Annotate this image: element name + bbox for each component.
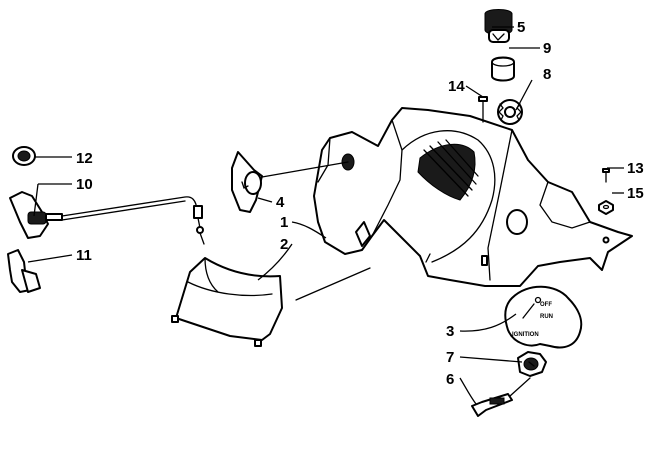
callouts: 5 9 8 14 13 15 12 10 11 4 1 2 3 7 6 (76, 19, 644, 388)
throttle-cable-inner (61, 200, 186, 221)
switch-label-ignition: IGNITION (512, 332, 539, 338)
key (471, 377, 531, 417)
throttle-cable (61, 196, 198, 217)
callout-1: 1 (280, 214, 288, 231)
nut-15 (598, 200, 614, 215)
callout-15: 15 (627, 185, 644, 202)
switch-label-off: OFF (540, 302, 552, 308)
callout-14: 14 (448, 78, 465, 95)
callout-8: 8 (543, 66, 551, 83)
callout-3: 3 (446, 323, 454, 340)
callout-6: 6 (446, 371, 454, 388)
callout-12: 12 (76, 150, 93, 167)
console-housing (313, 107, 633, 287)
leader-lines (27, 26, 624, 405)
screw-14 (478, 96, 488, 123)
callout-2: 2 (280, 236, 288, 253)
screw-13 (602, 168, 610, 183)
ignition-switch (517, 351, 547, 377)
callout-10: 10 (76, 176, 93, 193)
callout-5: 5 (517, 19, 525, 36)
bracket-plate (231, 151, 349, 213)
knob-assembly (484, 9, 523, 125)
assembly-line (295, 267, 371, 301)
bezel-ring (12, 146, 36, 166)
lower-cover (171, 257, 283, 347)
switch-label-run: RUN (540, 314, 553, 320)
callout-13: 13 (627, 160, 644, 177)
cable-end (193, 205, 205, 245)
callout-4: 4 (276, 194, 285, 211)
ignition-plate: OFF RUN IGNITION (504, 285, 583, 349)
callout-11: 11 (76, 247, 92, 264)
callout-9: 9 (543, 40, 551, 57)
callout-7: 7 (446, 349, 454, 366)
hand-lever (7, 249, 41, 293)
